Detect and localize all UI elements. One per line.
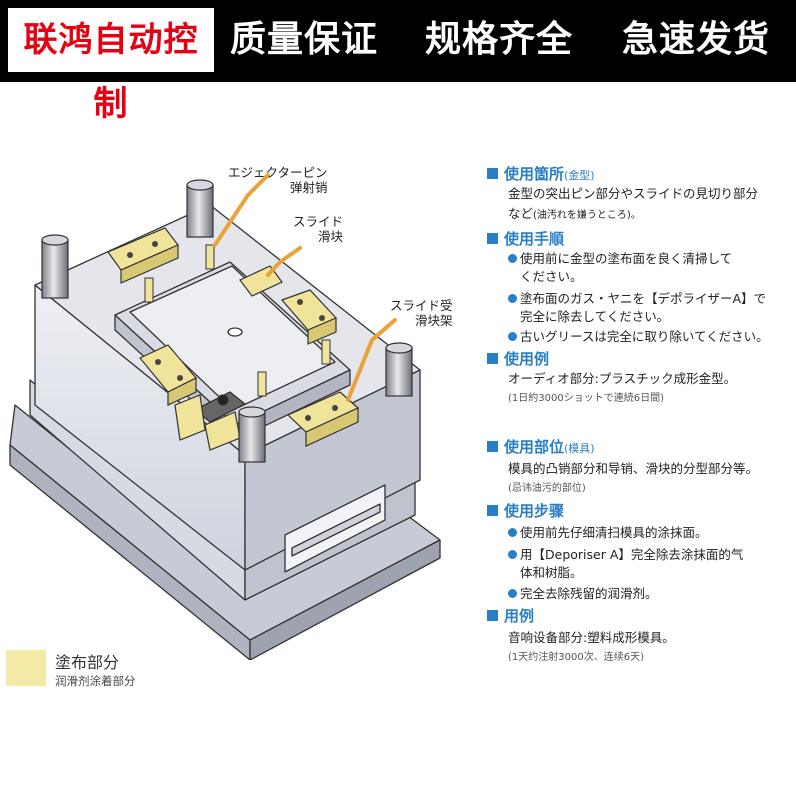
ja-example-line2: (1日約3000ショットで連続6日間)	[508, 393, 664, 404]
section-square-icon	[487, 233, 498, 244]
section-title: 使用手順	[504, 230, 565, 248]
ja-section-usage-location: 使用箇所(金型)	[487, 163, 595, 184]
zh-section-procedure: 使用步骤	[487, 500, 564, 521]
zh-section-usage-location: 使用部位(模具)	[487, 436, 595, 457]
section-subtitle: (模具)	[564, 442, 595, 455]
slogan-shipping: 急速发货	[622, 19, 771, 60]
bullet-icon	[508, 589, 517, 598]
callout-ejector-pin: エジェクターピン 弹射销	[228, 165, 328, 195]
bullet-icon	[508, 528, 517, 537]
callout-slide-holder-ja: スライド受	[390, 298, 453, 313]
ja-example-line1: オーディオ部分:プラスチック成形金型。	[508, 371, 737, 386]
text: 用【Deporiser A】完全除去涂抹面的气	[520, 547, 744, 562]
zh-procedure-2: 用【Deporiser A】完全除去涂抹面的气	[508, 544, 743, 563]
section-title: 使用例	[504, 350, 550, 368]
section-square-icon	[487, 353, 498, 364]
ja-usage-line2: など(油汚れを嫌うところ)。	[508, 203, 641, 222]
callout-slide-ja: スライド	[293, 214, 344, 229]
callout-ejector-ja: エジェクターピン	[228, 165, 328, 180]
legend-swatch	[6, 650, 46, 686]
zh-usage-line1: 模具的凸销部分和导销、滑块的分型部分等。	[508, 461, 759, 476]
text: など	[508, 206, 534, 221]
brand-name: 联鸿自动控制	[8, 8, 214, 124]
callout-slide-zh: 滑块	[318, 229, 344, 244]
zh-procedure-1: 使用前先仔细清扫模具的涂抹面。	[508, 522, 708, 541]
ja-procedure-2b: 完全に除去してください。	[520, 309, 670, 324]
zh-example-line2: (1天约注射3000次、连续6天)	[508, 652, 644, 663]
ja-usage-line1: 金型の突出ピン部分やスライドの見切り部分	[508, 186, 759, 201]
text: 使用前に金型の塗布面を良く清掃して	[520, 251, 733, 266]
text-note: (油汚れを嫌うところ)。	[533, 210, 641, 221]
text: 使用前先仔细清扫模具的涂抹面。	[520, 525, 708, 540]
text: 塗布面のガス・ヤニを【デポライザーA】で	[520, 291, 767, 306]
bullet-icon	[508, 294, 517, 303]
section-subtitle: (金型)	[564, 169, 595, 182]
callout-ejector-zh: 弹射销	[290, 180, 328, 195]
text: 完全去除残留的润滑剂。	[520, 586, 658, 601]
bullet-icon	[508, 550, 517, 559]
callout-slide-holder: スライド受 滑块架	[390, 298, 453, 328]
ja-procedure-1b: ください。	[520, 269, 583, 284]
zh-example-line1: 音响设备部分:塑料成形模具。	[508, 630, 675, 645]
bullet-icon	[508, 332, 517, 341]
zh-section-example: 用例	[487, 605, 534, 626]
section-title: 使用步骤	[504, 502, 565, 520]
ja-procedure-3: 古いグリースは完全に取り除いてください。	[508, 326, 769, 345]
slogan-quality: 质量保证	[230, 19, 379, 60]
section-title: 使用箇所	[504, 165, 565, 183]
slogan-specs: 规格齐全	[425, 19, 574, 60]
text: 古いグリースは完全に取り除いてください。	[520, 329, 769, 344]
section-square-icon	[487, 168, 498, 179]
ja-section-procedure: 使用手順	[487, 228, 564, 249]
ja-procedure-1: 使用前に金型の塗布面を良く清掃して	[508, 248, 732, 267]
section-title: 使用部位	[504, 438, 565, 456]
callout-slide: スライド 滑块	[293, 214, 343, 244]
legend-label-zh: 润滑剂涂着部分	[55, 674, 136, 688]
mold-diagram	[9, 173, 441, 660]
callout-slide-holder-zh: 滑块架	[415, 313, 453, 328]
bullet-icon	[508, 254, 517, 263]
zh-procedure-2b: 体和树脂。	[520, 565, 583, 580]
ja-procedure-2: 塗布面のガス・ヤニを【デポライザーA】で	[508, 288, 766, 307]
zh-usage-line2: (忌讳油污的部位)	[508, 483, 586, 494]
section-square-icon	[487, 505, 498, 516]
zh-procedure-3: 完全去除残留的润滑剂。	[508, 583, 658, 602]
section-square-icon	[487, 610, 498, 621]
ja-section-example: 使用例	[487, 348, 549, 369]
section-title: 用例	[504, 607, 535, 625]
legend-label-ja: 塗布部分	[55, 653, 120, 672]
section-square-icon	[487, 441, 498, 452]
top-banner: 联鸿自动控制 质量保证 规格齐全 急速发货	[0, 0, 796, 124]
